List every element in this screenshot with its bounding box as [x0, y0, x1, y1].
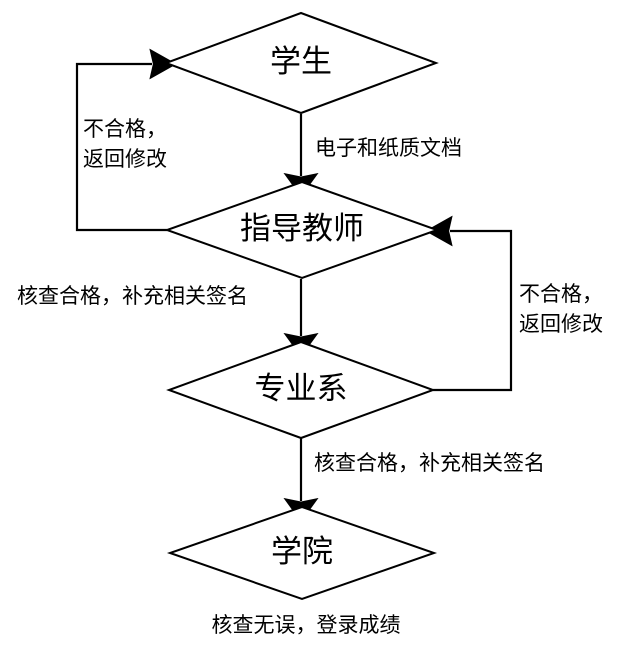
- node-student-diamond[interactable]: [163, 11, 439, 115]
- node-college-label: 学院: [271, 534, 333, 569]
- node-advisor-label: 指导教师: [240, 211, 364, 246]
- edge-label-department-reject-line1: 不合格，: [519, 282, 603, 306]
- edge-label-department-reject-line2: 返回修改: [519, 312, 603, 336]
- node-department[interactable]: 专业系: [166, 340, 436, 440]
- node-student-label: 学生: [270, 44, 332, 79]
- edge-label-department-reject-to-advisor: 不合格， 返回修改: [519, 282, 603, 336]
- node-department-label: 专业系: [255, 371, 348, 406]
- edge-label-student-to-advisor: 电子和纸质文档: [315, 136, 462, 160]
- node-department-diamond[interactable]: [166, 340, 436, 440]
- node-college[interactable]: 学院: [166, 505, 438, 601]
- edge-label-advisor-reject-to-student: 不合格， 返回修改: [83, 117, 167, 171]
- edge-label-college-outcome: 核查无误，登录成绩: [212, 613, 401, 637]
- node-student[interactable]: 学生: [163, 11, 439, 115]
- edge-label-advisor-reject-line2: 返回修改: [83, 147, 167, 171]
- edge-advisor-reject-to-student-line: [75, 48, 177, 232]
- edge-department-reject-to-advisor-line: [425, 215, 513, 392]
- node-college-diamond[interactable]: [166, 505, 438, 601]
- edge-label-department-to-college: 核查合格，补充相关签名: [314, 451, 545, 475]
- edge-department-reject-to-advisor: [425, 215, 513, 392]
- node-advisor[interactable]: 指导教师: [164, 180, 440, 280]
- edge-label-advisor-reject-line1: 不合格，: [83, 117, 167, 141]
- node-advisor-diamond[interactable]: [164, 180, 440, 280]
- edge-advisor-reject-to-student: [75, 48, 177, 232]
- edge-label-advisor-to-department: 核查合格，补充相关签名: [17, 284, 248, 308]
